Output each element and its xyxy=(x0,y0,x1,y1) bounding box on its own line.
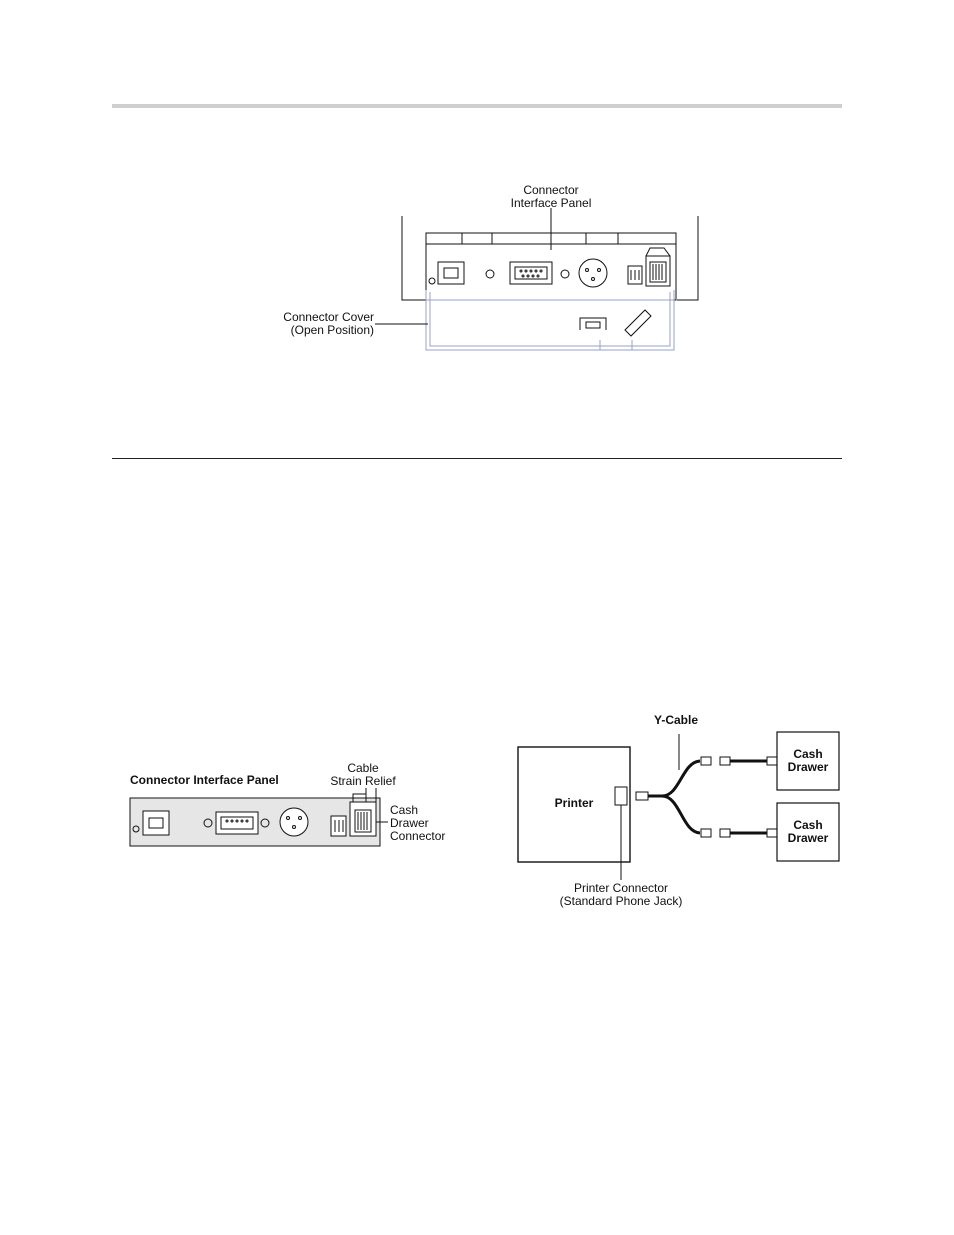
y-cable-label: Y-Cable xyxy=(654,714,698,727)
cash-drawer-label-1: Cash Drawer xyxy=(777,748,839,774)
printer-label: Printer xyxy=(518,797,630,810)
cash-drawer-label-2: Cash Drawer xyxy=(777,819,839,845)
printer-connector-label: Printer Connector (Standard Phone Jack) xyxy=(546,882,696,908)
